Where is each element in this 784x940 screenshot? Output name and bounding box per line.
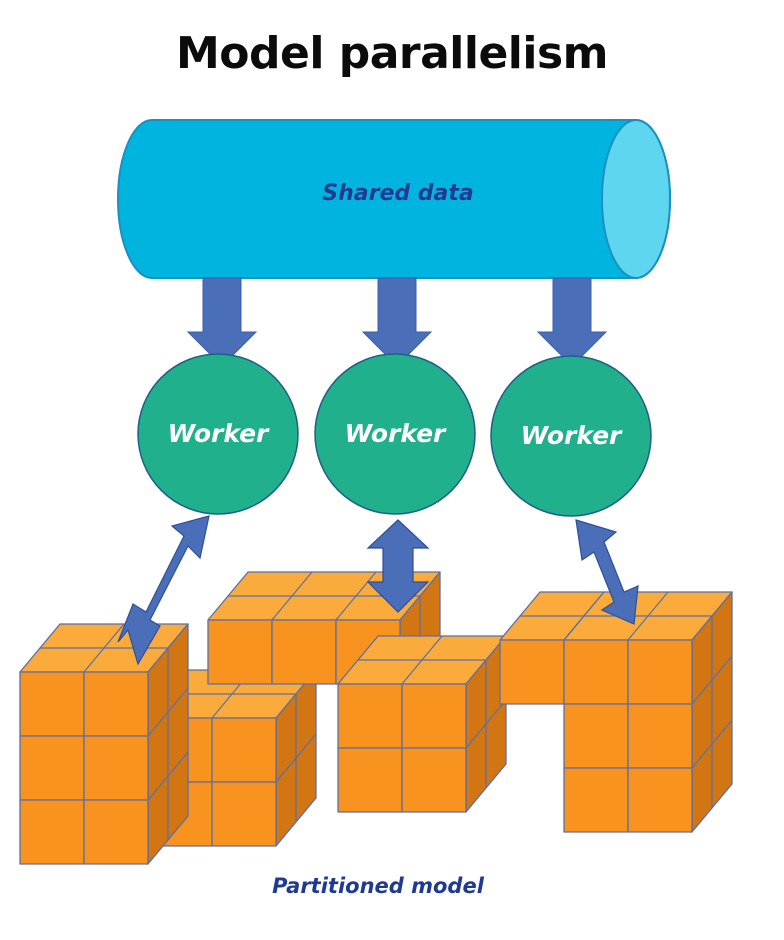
left-tall-block-cube — [83, 735, 149, 801]
worker-3: Worker — [490, 355, 652, 517]
right-top-block-cube — [499, 639, 565, 705]
middle-top-block-cube — [271, 619, 337, 685]
page-title: Model parallelism — [175, 28, 609, 79]
middle-lower-block-cube — [401, 747, 467, 813]
right-tall-block-side-grid — [691, 655, 733, 705]
model-arrow-1 — [117, 515, 210, 666]
shared-data-cylinder: Shared data — [117, 119, 671, 279]
middle-lower-block-cube — [401, 683, 467, 749]
worker-3-circle — [490, 355, 652, 517]
worker-3-label: Worker — [521, 421, 623, 450]
worker-2: Worker — [314, 353, 476, 515]
left-lower-block-side-grid — [275, 733, 317, 783]
middle-lower-block-side-grid — [465, 699, 507, 749]
left-tall-block-side-grid — [147, 751, 189, 801]
left-tall-block-cube — [83, 671, 149, 737]
worker-1: Worker — [137, 353, 299, 515]
data-arrow-1 — [186, 277, 258, 367]
left-lower-block-cube — [211, 717, 277, 783]
worker-2-circle — [314, 353, 476, 515]
right-tall-block-cube — [627, 639, 693, 705]
left-tall-block-cube — [19, 799, 85, 865]
data-arrow-3 — [536, 277, 608, 367]
worker-2-label: Worker — [345, 419, 447, 448]
left-tall-block-cube — [19, 735, 85, 801]
middle-top-block-cube — [207, 619, 273, 685]
left-lower-block-cube — [211, 781, 277, 847]
cylinder-end — [601, 119, 671, 279]
worker-model-arrows — [117, 515, 639, 666]
left-tall-block-side-grid — [147, 687, 189, 737]
right-tall-block-cube — [563, 639, 629, 705]
right-tall-block-cube — [563, 703, 629, 769]
right-tall-block-cube — [627, 767, 693, 833]
left-tall-block-cube — [19, 671, 85, 737]
model-arrow-3 — [575, 519, 639, 625]
right-tall-block-cube — [563, 767, 629, 833]
shared-data-label: Shared data — [322, 181, 474, 206]
worker-1-circle — [137, 353, 299, 515]
middle-lower-block-cube — [337, 747, 403, 813]
middle-lower-block-cube — [337, 683, 403, 749]
left-tall-block-cube — [83, 799, 149, 865]
partitioned-model-label: Partitioned model — [272, 874, 485, 898]
model-arrow-2 — [366, 519, 430, 613]
worker-1-label: Worker — [168, 419, 270, 448]
data-to-worker-arrows — [186, 277, 608, 367]
right-tall-block-cube — [627, 703, 693, 769]
data-arrow-2 — [361, 277, 433, 367]
right-tall-block-side-grid — [691, 719, 733, 769]
partitioned-model-blocks — [19, 571, 733, 865]
